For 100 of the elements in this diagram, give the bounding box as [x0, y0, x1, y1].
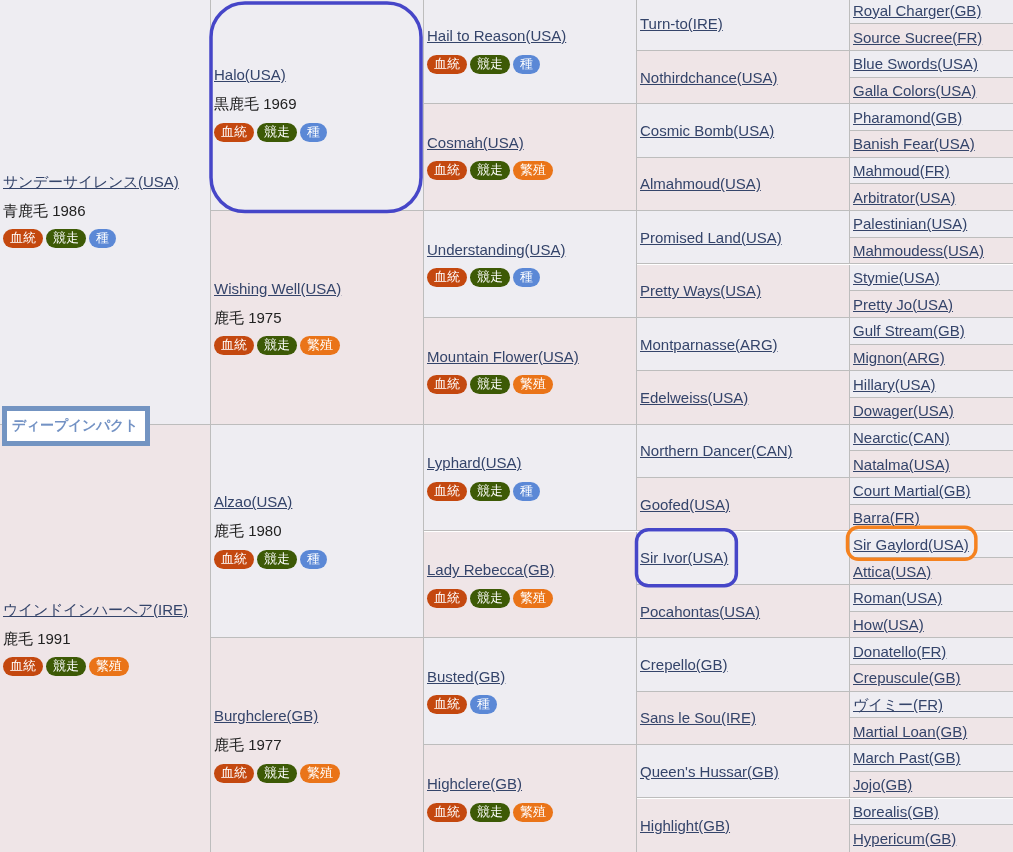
- horse-name-link: Highlight(GB): [640, 816, 731, 834]
- tag-badge: 血統: [427, 268, 467, 288]
- horse-name-link: Mignon(ARG): [853, 348, 945, 366]
- horse-name-link: Gulf Stream(GB): [853, 322, 965, 340]
- pedigree-cell: [637, 424, 850, 479]
- name-box: ディープインパクト: [2, 406, 150, 446]
- pedigree-cell: [850, 0, 1013, 25]
- tag-badge: 血統: [214, 122, 254, 142]
- pedigree-cell: [850, 424, 1013, 452]
- tag-badge: 繁殖: [89, 657, 129, 677]
- horse-name-link: Queen's Hussar(GB): [640, 762, 779, 780]
- horse-name-link: Busted(GB): [427, 667, 506, 685]
- tag-badge: 血統: [427, 588, 467, 608]
- horse-name-link: Pretty Ways(USA): [640, 282, 762, 300]
- horse-name-link: Pocahontas(USA): [640, 602, 761, 620]
- pedigree-cell: [850, 771, 1013, 799]
- pedigree-cell: [637, 0, 850, 51]
- pedigree-cell: [850, 157, 1013, 185]
- horse-name-link: Mahmoud(FR): [853, 162, 950, 180]
- horse-name-link: Nearctic(CAN): [853, 429, 950, 447]
- tag-badge: 競走: [257, 763, 297, 783]
- tag-badge: 繁殖: [513, 588, 553, 608]
- tag-badge: 競走: [470, 588, 510, 608]
- horse-name-link: Cosmic Bomb(USA): [640, 122, 775, 139]
- horse-name-link: ヴイミー(FR): [853, 696, 943, 714]
- tag-badge: 競走: [470, 54, 510, 74]
- horse-name-link: Lyphard(USA): [427, 454, 522, 472]
- horse-name-link: Turn-to(IRE): [640, 15, 723, 33]
- pedigree-cell: [850, 691, 1013, 719]
- pedigree-cell: [424, 424, 637, 532]
- pedigree-cell: [424, 317, 637, 425]
- pedigree-cell: [850, 745, 1013, 772]
- pedigree-cell: [850, 825, 1013, 852]
- horse-name-link: Martial Loan(GB): [853, 722, 968, 740]
- pedigree-cell: [637, 584, 850, 639]
- coat-year-text: 鹿毛 1975: [214, 308, 282, 326]
- horse-name-link: Nothirdchance(USA): [640, 68, 778, 86]
- coat-year-text: 黒鹿毛 1969: [214, 95, 297, 113]
- tag-badge: 繁殖: [300, 763, 340, 783]
- pedigree-cell: [850, 77, 1013, 105]
- pedigree-cell: [850, 798, 1013, 826]
- pedigree-cell: [637, 50, 850, 105]
- pedigree-cell: [850, 718, 1013, 746]
- tag-badge: 競走: [257, 336, 297, 356]
- pedigree-cell: [424, 531, 637, 639]
- pedigree-cell: [637, 531, 850, 585]
- tag-badge: 競走: [470, 481, 510, 501]
- horse-name-link: Goofed(USA): [640, 495, 731, 513]
- pedigree-cell: [850, 584, 1013, 612]
- tag-badge: 競走: [470, 268, 510, 288]
- horse-name-link: Natalma(USA): [853, 455, 950, 473]
- horse-name-link: Crepuscule(GB): [853, 669, 961, 687]
- horse-name-link: Blue Swords(USA): [853, 55, 979, 73]
- pedigree-cell: [850, 398, 1013, 425]
- tag-badge: 血統: [427, 375, 467, 395]
- horse-name-link: Arbitrator(USA): [853, 188, 956, 206]
- coat-year-text: 青鹿毛 1986: [3, 201, 86, 219]
- horse-name-link: ウインドインハーヘア(IRE): [3, 600, 188, 618]
- horse-name-link: Halo(USA): [214, 66, 286, 84]
- pedigree-cell: [850, 237, 1013, 265]
- pedigree-cell: [637, 638, 850, 692]
- pedigree-cell: [211, 424, 424, 639]
- tag-badge: 血統: [427, 802, 467, 822]
- horse-name-link: Banish Fear(USA): [853, 135, 975, 153]
- pedigree-cell: [850, 665, 1013, 692]
- tag-badge: 血統: [3, 229, 43, 249]
- horse-name-link: Attica(USA): [853, 562, 932, 580]
- tag-badge: 種: [300, 122, 327, 142]
- pedigree-cell: [637, 317, 850, 372]
- tag-badge: 競走: [470, 161, 510, 181]
- pedigree-cell: [850, 478, 1013, 505]
- pedigree-cell: [637, 745, 850, 799]
- tag-badge: 血統: [3, 657, 43, 677]
- tag-badge: 競走: [46, 229, 86, 249]
- pedigree-cell: [637, 264, 850, 318]
- horse-name-link: Cosmah(USA): [427, 133, 524, 151]
- horse-name-link: Promised Land(USA): [640, 228, 782, 246]
- horse-name-link: Lady Rebecca(GB): [427, 561, 555, 579]
- pedigree-cell: [850, 131, 1013, 158]
- coat-year-text: 鹿毛 1991: [3, 629, 71, 647]
- pedigree-cell: [637, 691, 850, 746]
- horse-name-link: Galla Colors(USA): [853, 81, 977, 99]
- horse-name-link: Sir Gaylord(USA): [853, 535, 969, 553]
- horse-name-link: Northern Dancer(CAN): [640, 442, 793, 460]
- tag-badge: 競走: [46, 657, 86, 677]
- pedigree-cell: [424, 211, 637, 318]
- pedigree-cell: [850, 344, 1013, 372]
- horse-name-link: Pretty Jo(USA): [853, 295, 954, 313]
- horse-name-link: Sans le Sou(IRE): [640, 709, 756, 727]
- tag-badge: 競走: [470, 375, 510, 395]
- tag-badge: 血統: [214, 549, 254, 569]
- horse-name-link: Alzao(USA): [214, 493, 293, 511]
- horse-name-link: Wishing Well(USA): [214, 279, 342, 297]
- tag-badge: 血統: [427, 54, 467, 74]
- horse-name-link: サンデーサイレンス(USA): [3, 172, 179, 190]
- horse-name-link: Burghclere(GB): [214, 707, 319, 725]
- horse-name-link: Sir Ivor(USA): [640, 549, 729, 567]
- horse-name-link: Hypericum(GB): [853, 830, 957, 848]
- tag-badge: 血統: [427, 695, 467, 715]
- horse-name-link: Borealis(GB): [853, 802, 939, 820]
